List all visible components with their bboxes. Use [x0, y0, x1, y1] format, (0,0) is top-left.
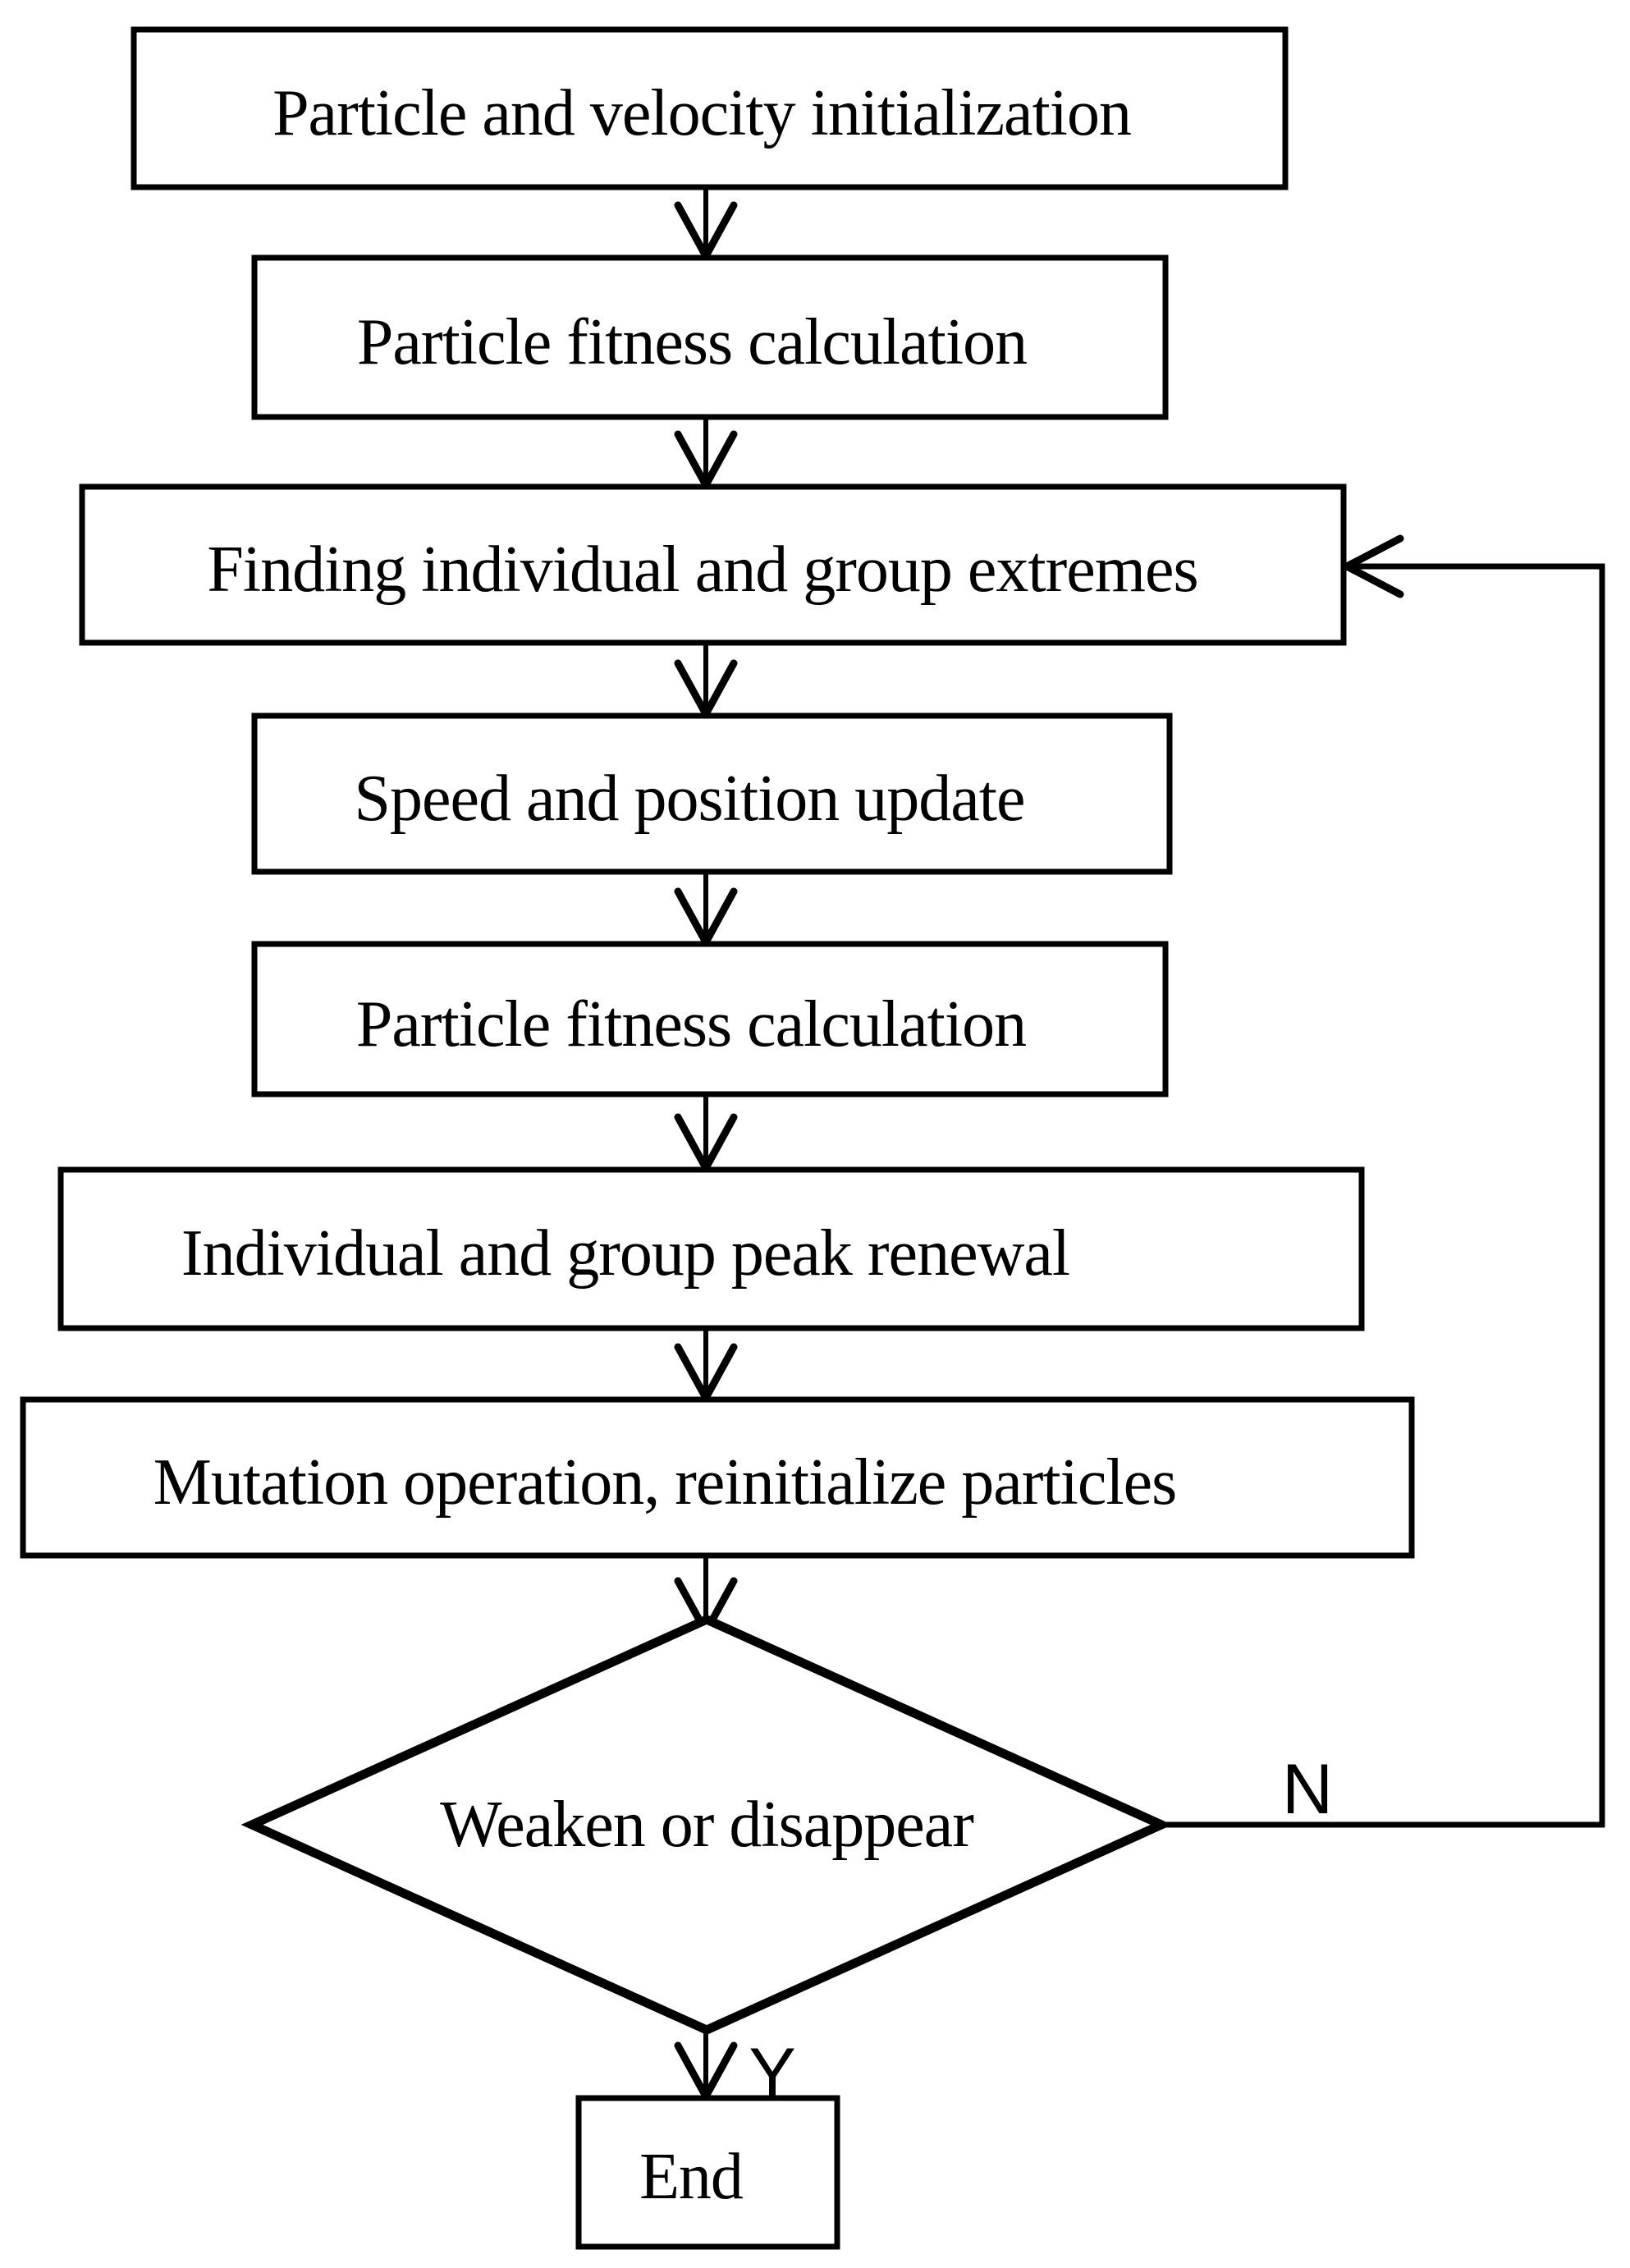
arrow-extremes-to-update: [674, 643, 738, 718]
process-box: [251, 941, 1169, 1097]
decision-label: Weaken or disappear: [440, 1789, 973, 1861]
process-label: Finding individual and group extremes: [207, 534, 1197, 606]
node-speed-position-update: Speed and position update: [251, 712, 1173, 875]
arrow-fitness1-to-extremes: [674, 417, 738, 489]
process-label: Particle fitness calculation: [357, 306, 1027, 378]
process-box: [79, 483, 1347, 646]
arrow-update-to-fitness2: [674, 872, 738, 946]
node-particle-fitness-calculation-2: Particle fitness calculation: [251, 941, 1169, 1097]
terminator-box: [575, 2095, 840, 2250]
process-box: [251, 712, 1173, 875]
node-individual-group-peak-renewal: Individual and group peak renewal: [57, 1166, 1365, 1331]
arrow-renewal-to-mutation: [674, 1328, 738, 1402]
feedback-loop-line: [1161, 563, 1605, 1828]
process-box: [20, 1396, 1415, 1559]
node-particle-fitness-calculation-1: Particle fitness calculation: [251, 254, 1169, 420]
process-box: [251, 254, 1169, 420]
process-label: Particle fitness calculation: [356, 988, 1026, 1061]
node-mutation-reinitialize-particles: Mutation operation, reinitialize particl…: [20, 1396, 1415, 1559]
feedback-loop-no-branch: [1161, 534, 1605, 1828]
node-end: End: [575, 2095, 840, 2250]
arrow-init-to-fitness1: [674, 187, 738, 260]
terminator-label: End: [639, 2141, 744, 2213]
arrowhead-left-icon: [1343, 534, 1404, 598]
decision-diamond: [240, 1614, 1173, 2036]
node-weaken-or-disappear: Weaken or disappear: [240, 1614, 1173, 2036]
process-label: Particle and velocity initialization: [272, 77, 1131, 149]
node-finding-individual-group-extremes: Finding individual and group extremes: [79, 483, 1347, 646]
process-label: Speed and position update: [354, 763, 1024, 835]
process-label: Mutation operation, reinitialize particl…: [153, 1446, 1176, 1519]
process-box: [57, 1166, 1365, 1331]
arrow-fitness2-to-renewal: [674, 1094, 738, 1172]
branch-label-no: N: [1282, 1750, 1333, 1829]
process-label: Individual and group peak renewal: [181, 1217, 1069, 1290]
arrow-decision-to-end: [674, 2030, 738, 2101]
node-particle-velocity-initialization: Particle and velocity initialization: [130, 26, 1289, 190]
process-box: [130, 26, 1289, 190]
